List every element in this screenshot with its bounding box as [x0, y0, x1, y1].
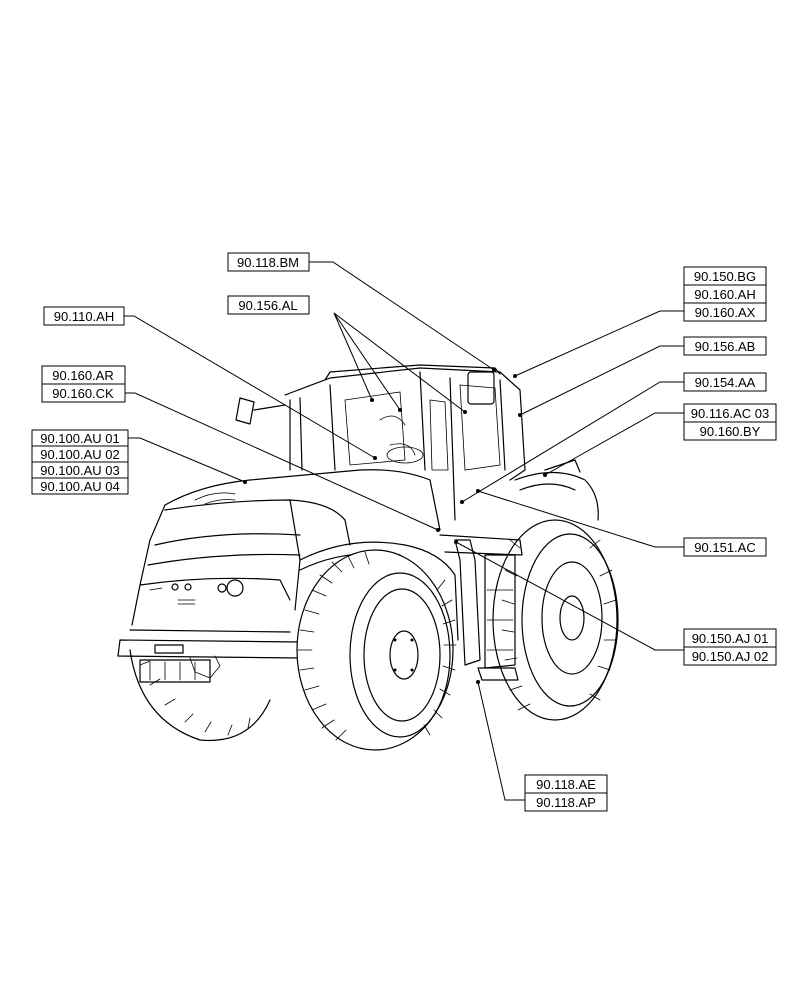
- label-90-156-al: 90.156.AL: [238, 298, 297, 313]
- cab: [284, 364, 526, 521]
- label-90-154-aa: 90.154.AA: [695, 375, 756, 390]
- callout-90-151-ac: 90.151.AC: [683, 537, 767, 557]
- callout-90-156-ab: 90.156.AB: [683, 336, 767, 356]
- label-90-151-ac: 90.151.AC: [694, 540, 755, 555]
- label-90-100-au-03: 90.100.AU 03: [40, 463, 120, 478]
- callout-90-100-au: 90.100.AU 01 90.100.AU 02 90.100.AU 03 9…: [31, 429, 129, 495]
- label-90-118-ap: 90.118.AP: [536, 795, 596, 810]
- label-90-160-ah: 90.160.AH: [694, 287, 755, 302]
- label-90-118-ae: 90.118.AE: [536, 777, 596, 792]
- steps: [439, 534, 523, 681]
- label-90-160-ck: 90.160.CK: [52, 386, 114, 401]
- label-90-100-au-02: 90.100.AU 02: [40, 447, 120, 462]
- front-left-wheel: [296, 549, 457, 751]
- label-90-150-aj-02: 90.150.AJ 02: [692, 649, 769, 664]
- label-90-160-ar: 90.160.AR: [52, 368, 113, 383]
- leader-lines: [124, 261, 684, 801]
- label-90-100-au-04: 90.100.AU 04: [40, 479, 120, 494]
- label-90-150-aj-01: 90.150.AJ 01: [692, 631, 769, 646]
- callout-90-110-ah: 90.110.AH: [43, 306, 125, 326]
- label-90-118-bm: 90.118.BM: [237, 255, 299, 270]
- callout-90-150-bg-group: 90.150.BG 90.160.AH 90.160.AX: [683, 266, 767, 322]
- label-90-116-ac-03: 90.116.AC 03: [691, 406, 770, 421]
- front-bumper: [117, 629, 301, 683]
- label-90-156-ab: 90.156.AB: [695, 339, 756, 354]
- label-90-160-by: 90.160.BY: [700, 424, 761, 439]
- callout-90-160-ar-ck: 90.160.AR 90.160.CK: [41, 365, 126, 403]
- callout-90-116-ac-03: 90.116.AC 03 90.160.BY: [683, 403, 777, 441]
- label-90-160-ax: 90.160.AX: [695, 305, 756, 320]
- callout-labels: 90.118.BM 90.156.AL 90.110.AH 90.160.AR …: [31, 252, 777, 812]
- callout-90-118-bm: 90.118.BM: [227, 252, 310, 272]
- label-90-100-au-01: 90.100.AU 01: [40, 431, 120, 446]
- callout-90-154-aa: 90.154.AA: [683, 372, 767, 392]
- mirror: [235, 397, 286, 425]
- label-90-110-ah: 90.110.AH: [54, 309, 114, 324]
- callout-90-150-aj: 90.150.AJ 01 90.150.AJ 02: [683, 628, 777, 666]
- rear-right-wheel: [492, 519, 619, 721]
- label-90-150-bg: 90.150.BG: [694, 269, 756, 284]
- rear-left-wheel: [129, 649, 271, 742]
- callout-90-156-al: 90.156.AL: [227, 295, 310, 315]
- tractor-illustration: [117, 364, 619, 751]
- rear-fender: [514, 459, 599, 521]
- callout-90-118-ae-ap: 90.118.AE 90.118.AP: [524, 774, 608, 812]
